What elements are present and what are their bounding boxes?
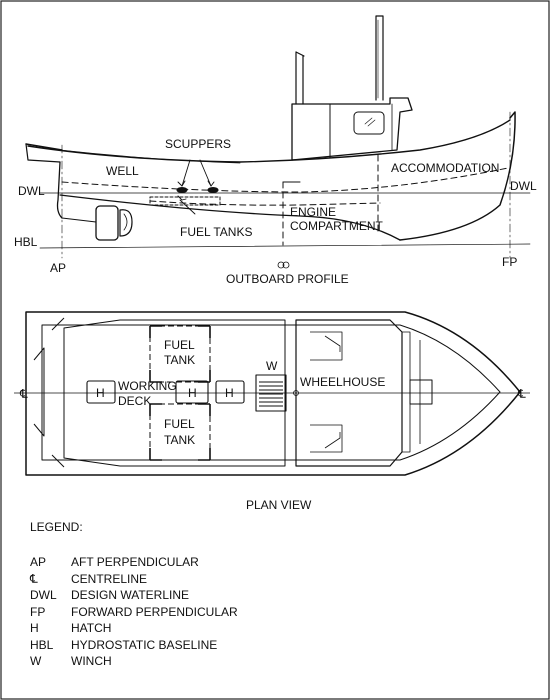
label-scuppers: SCUPPERS [165,137,231,151]
legend-abbr: HBL [30,637,54,652]
label-working-1: WORKING [118,379,177,393]
label-fuel-tanks: FUEL TANKS [180,225,252,239]
label-fuel-bottom-1: FUEL [164,417,195,431]
plan-title: PLAN VIEW [246,498,312,512]
legend-item: DWL DESIGN WATERLINE [30,587,510,604]
legend-abbr: H [30,621,39,635]
label-fuel-top-2: TANK [164,353,195,367]
plan-view [14,311,530,476]
hatch-1 [86,380,116,404]
label-ap: AP [50,261,66,275]
profile-title: OUTBOARD PROFILE [226,272,349,286]
hydrostatic-baseline [39,243,531,249]
legend-abbr: ℄ [30,571,38,586]
wheelhouse-window [353,111,385,135]
legend-item: H HATCH [30,620,510,637]
legend-item: W WINCH [30,653,510,670]
label-winch: W [266,359,278,373]
legend-abbr: DWL [30,588,57,602]
fuel-tank-top [149,325,211,383]
bulwark-inner [41,324,501,461]
centreline-symbol-left: ℄ [19,387,28,401]
legend-definition: WINCH [71,654,112,668]
sheer-line [27,119,511,163]
legend-definition: FORWARD PERPENDICULAR [71,604,238,619]
label-hatch-3: H [225,386,234,400]
label-hbl: HBL [14,235,38,249]
rudder [95,205,119,241]
stem [399,111,516,241]
label-fuel-bottom-2: TANK [164,433,195,447]
wheelhouse-profile [291,97,413,161]
legend-definition: HYDROSTATIC BASELINE [71,637,218,652]
label-wheelhouse: WHEELHOUSE [300,375,385,389]
legend-item: FP FORWARD PERPENDICULAR [30,604,510,621]
legend-definition: DESIGN WATERLINE [71,588,190,602]
label-working-2: DECK [118,394,151,408]
hatch-3 [215,380,245,404]
label-dwl-right: DWL [510,179,537,193]
propeller [119,209,133,237]
label-dwl-left: DWL [18,184,45,198]
legend-item: HBL HYDROSTATIC BASELINE [30,637,510,654]
scupper-2 [207,187,219,193]
legend-list: AP AFT PERPENDICULAR ℄ CENTRELINE DWL DESIGN … [30,554,510,670]
legend-abbr: W [30,654,42,668]
hull-bottom [59,194,401,241]
profile-centre-symbol [277,261,290,269]
mast [375,15,384,101]
exhaust-stack [295,51,305,105]
legend-abbr: AP [30,555,47,569]
label-engine-line2: COMPARTMENT [290,219,384,233]
legend-item: AP AFT PERPENDICULAR [30,554,510,571]
label-hatch-1: H [96,386,105,400]
transom [56,161,63,219]
legend-definition: CENTRELINE [71,571,148,586]
working-deck [63,319,286,467]
label-fp: FP [502,255,517,269]
legend-abbr: FP [30,604,46,619]
scupper-1 [176,187,188,193]
centreline-symbol-right: ℄ [517,387,526,401]
hatch-2 [175,380,209,404]
label-engine-line1: ENGINE [290,205,336,219]
label-well: WELL [106,164,139,178]
hull-outline [25,311,521,476]
legend-definition: AFT PERPENDICULAR [71,555,199,569]
legend-item: ℄ CENTRELINE [30,571,510,588]
label-accommodation: ACCOMMODATION [391,161,499,175]
foredeck-hatch [409,379,433,405]
legend-definition: HATCH [71,621,112,635]
label-fuel-top-1: FUEL [164,338,195,352]
fuel-tank-bottom [149,403,211,461]
legend-title: LEGEND: [30,520,83,534]
deck-line-dashed [61,167,509,193]
label-hatch-2: H [188,386,197,400]
outboard-profile [25,15,531,269]
